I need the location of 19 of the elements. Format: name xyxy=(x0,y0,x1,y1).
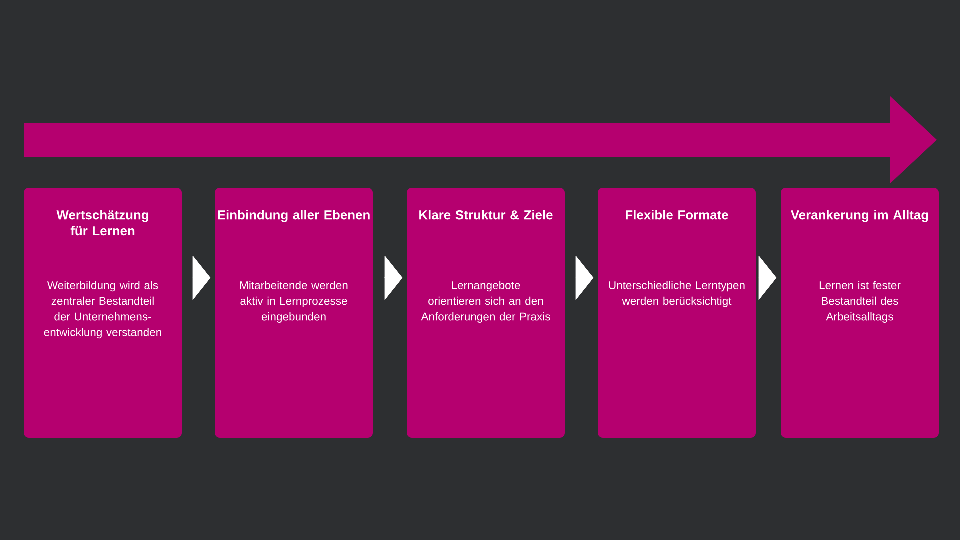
step-card xyxy=(24,188,182,438)
card-text: Lernangebote orientieren sich an den Anforderungen der Praxis xyxy=(421,281,550,323)
card-heading: Einbindung aller Ebenen xyxy=(218,210,370,222)
chevron-arrow xyxy=(758,256,777,300)
card-text: Mitarbeitende werden aktiv in Lernprozesse eingebunden xyxy=(240,281,348,323)
card-heading: Klare Struktur & Ziele xyxy=(420,210,553,220)
chevron-arrow xyxy=(576,256,594,300)
card-text: Lernen ist fester Bestandteil des Arbeitsalltags xyxy=(820,281,901,323)
chevron-arrow xyxy=(384,256,403,300)
card-heading: Flexible Formate xyxy=(626,210,728,220)
step-card xyxy=(781,188,939,438)
card-heading: Verankerung im Alltag xyxy=(791,210,928,222)
card-text: Unterschiedliche Lerntypen werden berücksichtigt xyxy=(609,281,745,308)
chevron-arrow xyxy=(192,256,211,300)
card-text: Weiterbildung wird als zentraler Bestandteil der Unternehmens- entwicklung verstanden xyxy=(44,281,162,339)
card-heading: Wertschätzung für Lernen xyxy=(56,210,148,236)
step-card xyxy=(598,188,756,438)
step-card xyxy=(407,188,565,438)
step-card xyxy=(215,188,373,438)
